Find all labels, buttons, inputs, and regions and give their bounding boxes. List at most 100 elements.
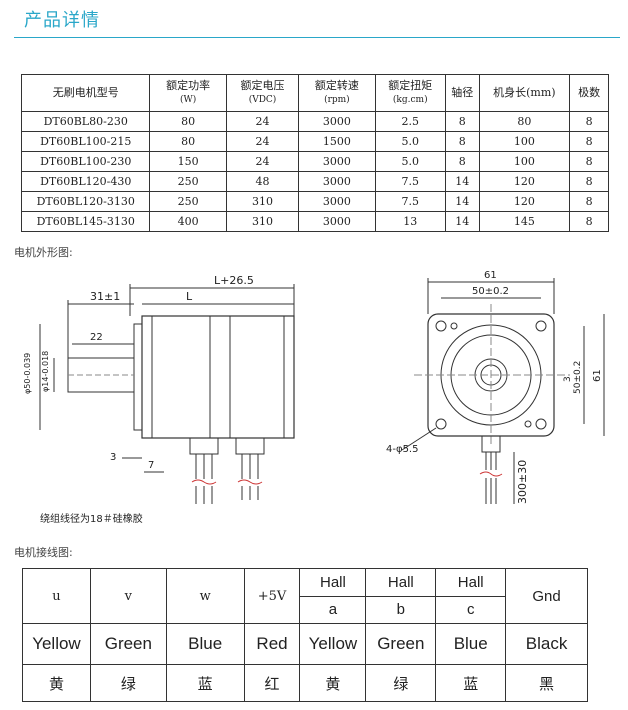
spec-column-title: 极数 xyxy=(578,86,601,99)
wire-color-cn-row: 黄 绿 蓝 红 黄 绿 蓝 黑 xyxy=(22,664,588,702)
dim-l: L xyxy=(186,290,193,303)
spec-column-title: 额定扭矩 xyxy=(388,79,433,92)
dim-3-right: 3 xyxy=(563,376,573,382)
spec-cell: 80 xyxy=(149,111,227,132)
spec-cell: 8 xyxy=(444,151,480,172)
wire-color: Yellow xyxy=(22,623,91,665)
wire-color: Green xyxy=(89,623,167,665)
dim-holes: 4-φ5.5 xyxy=(386,444,418,455)
spec-cell: 310 xyxy=(225,191,300,212)
spec-cell: 1500 xyxy=(298,131,376,152)
hall-c-sub: c xyxy=(435,595,507,624)
dim-50-right: 50±0.2 xyxy=(573,361,583,394)
dim-d14: φ14-0.018 xyxy=(41,351,50,392)
spec-cell: DT60BL120-3130 xyxy=(20,191,151,212)
spec-column-title: 额定电压 xyxy=(240,79,285,92)
side-view: L+26.5 L 31±1 22 φ50-0.039 φ14-0.018 3 7… xyxy=(23,274,295,525)
spec-cell: DT60BL100-230 xyxy=(20,151,151,172)
spec-table: 无刷电机型号 额定功率 (W) 额定电压(VDC) 额定转速 (rpm) 额定扭矩 (kg.c… xyxy=(20,74,609,232)
spec-cell: 24 xyxy=(225,131,300,152)
spec-cell: 7.5 xyxy=(374,171,446,192)
spec-cell: 120 xyxy=(478,171,571,192)
wire-color: Green xyxy=(365,623,437,665)
spec-cell: 3000 xyxy=(298,151,376,172)
spec-column-unit: (kg.cm) xyxy=(392,95,428,105)
signal-u: u xyxy=(22,568,91,624)
spec-column-header: 额定功率 (W) xyxy=(149,74,227,112)
wire-color-cn: 绿 xyxy=(89,664,167,702)
dim-7: 7 xyxy=(148,460,154,471)
spec-cell: 145 xyxy=(478,211,571,232)
spec-column-unit: (W) xyxy=(179,95,197,105)
drawing-caption: 电机外形图: xyxy=(14,246,73,259)
wiring-caption: 电机接线图: xyxy=(14,546,73,559)
spec-cell: 14 xyxy=(444,191,480,212)
spec-cell: 13 xyxy=(374,211,446,232)
wire-color-cn: 红 xyxy=(243,664,301,702)
front-view: 61 50±0.2 50±0.2 61 3 4-φ5.5 300±30 xyxy=(386,270,605,504)
spec-cell: 80 xyxy=(149,131,227,152)
spec-cell: DT60BL80-230 xyxy=(20,111,151,132)
hall-c-label: Hall xyxy=(435,568,507,597)
hall-b-label: Hall xyxy=(365,568,437,597)
spec-cell: 400 xyxy=(149,211,227,232)
header-divider xyxy=(14,37,620,38)
spec-cell: 2.5 xyxy=(374,111,446,132)
spec-cell: 8 xyxy=(569,151,609,172)
spec-column-header: 极数 xyxy=(569,74,609,112)
spec-cell: 120 xyxy=(478,191,571,212)
hall-a-sub: a xyxy=(299,595,367,624)
section-title: 产品详情 xyxy=(24,10,100,31)
wire-color-cn: 绿 xyxy=(365,664,437,702)
wire-color: Blue xyxy=(165,623,245,665)
wire-color-cn: 黑 xyxy=(505,664,588,702)
spec-cell: 24 xyxy=(225,151,300,172)
dim-300: 300±30 xyxy=(516,460,529,504)
spec-column-title: 额定功率 xyxy=(166,79,211,92)
dim-22: 22 xyxy=(90,332,103,343)
wiring-table: u v w +5V Hall Hall Hall Gnd a b c Yello… xyxy=(22,568,588,702)
dim-d50: φ50-0.039 xyxy=(23,353,32,394)
dim-l-plus: L+26.5 xyxy=(214,274,254,287)
spec-cell: 5.0 xyxy=(374,131,446,152)
spec-cell: 48 xyxy=(225,171,300,192)
spec-column-title: 轴径 xyxy=(451,86,474,99)
spec-cell: 250 xyxy=(149,171,227,192)
wire-color-cn: 黄 xyxy=(22,664,91,702)
signal-5v: +5V xyxy=(243,568,301,624)
spec-column-unit: (rpm) xyxy=(324,95,350,105)
spec-column-header: 额定扭矩 (kg.cm) xyxy=(374,74,446,112)
spec-cell: 8 xyxy=(569,111,609,132)
spec-cell: DT60BL120-430 xyxy=(20,171,151,192)
dim-31: 31±1 xyxy=(90,290,120,303)
wire-color-cn: 黄 xyxy=(299,664,367,702)
spec-cell: 150 xyxy=(149,151,227,172)
spec-cell: 100 xyxy=(478,151,571,172)
wire-color-row: Yellow Green Blue Red Yellow Green Blue … xyxy=(22,623,588,665)
signal-w: w xyxy=(165,568,245,624)
spec-cell: 3000 xyxy=(298,171,376,192)
spec-cell: 24 xyxy=(225,111,300,132)
spec-column-header: 无刷电机型号 xyxy=(20,74,151,112)
signal-v: v xyxy=(89,568,167,624)
wire-color: Yellow xyxy=(299,623,367,665)
spec-column-title: 额定转速 xyxy=(314,79,359,92)
spec-cell: 5.0 xyxy=(374,151,446,172)
spec-cell: 8 xyxy=(444,111,480,132)
spec-cell: 100 xyxy=(478,131,571,152)
hall-b-sub: b xyxy=(365,595,437,624)
spec-cell: 8 xyxy=(569,171,609,192)
spec-column-header: 额定电压(VDC) xyxy=(225,74,300,112)
spec-column-title: 无刷电机型号 xyxy=(52,86,119,99)
dim-61-right: 61 xyxy=(592,369,603,382)
hall-a-label: Hall xyxy=(299,568,367,597)
signal-gnd: Gnd xyxy=(505,568,588,624)
dim-50-top: 50±0.2 xyxy=(472,286,509,297)
spec-cell: 310 xyxy=(225,211,300,232)
spec-column-header: 机身长(mm) xyxy=(478,74,571,112)
spec-cell: 250 xyxy=(149,191,227,212)
